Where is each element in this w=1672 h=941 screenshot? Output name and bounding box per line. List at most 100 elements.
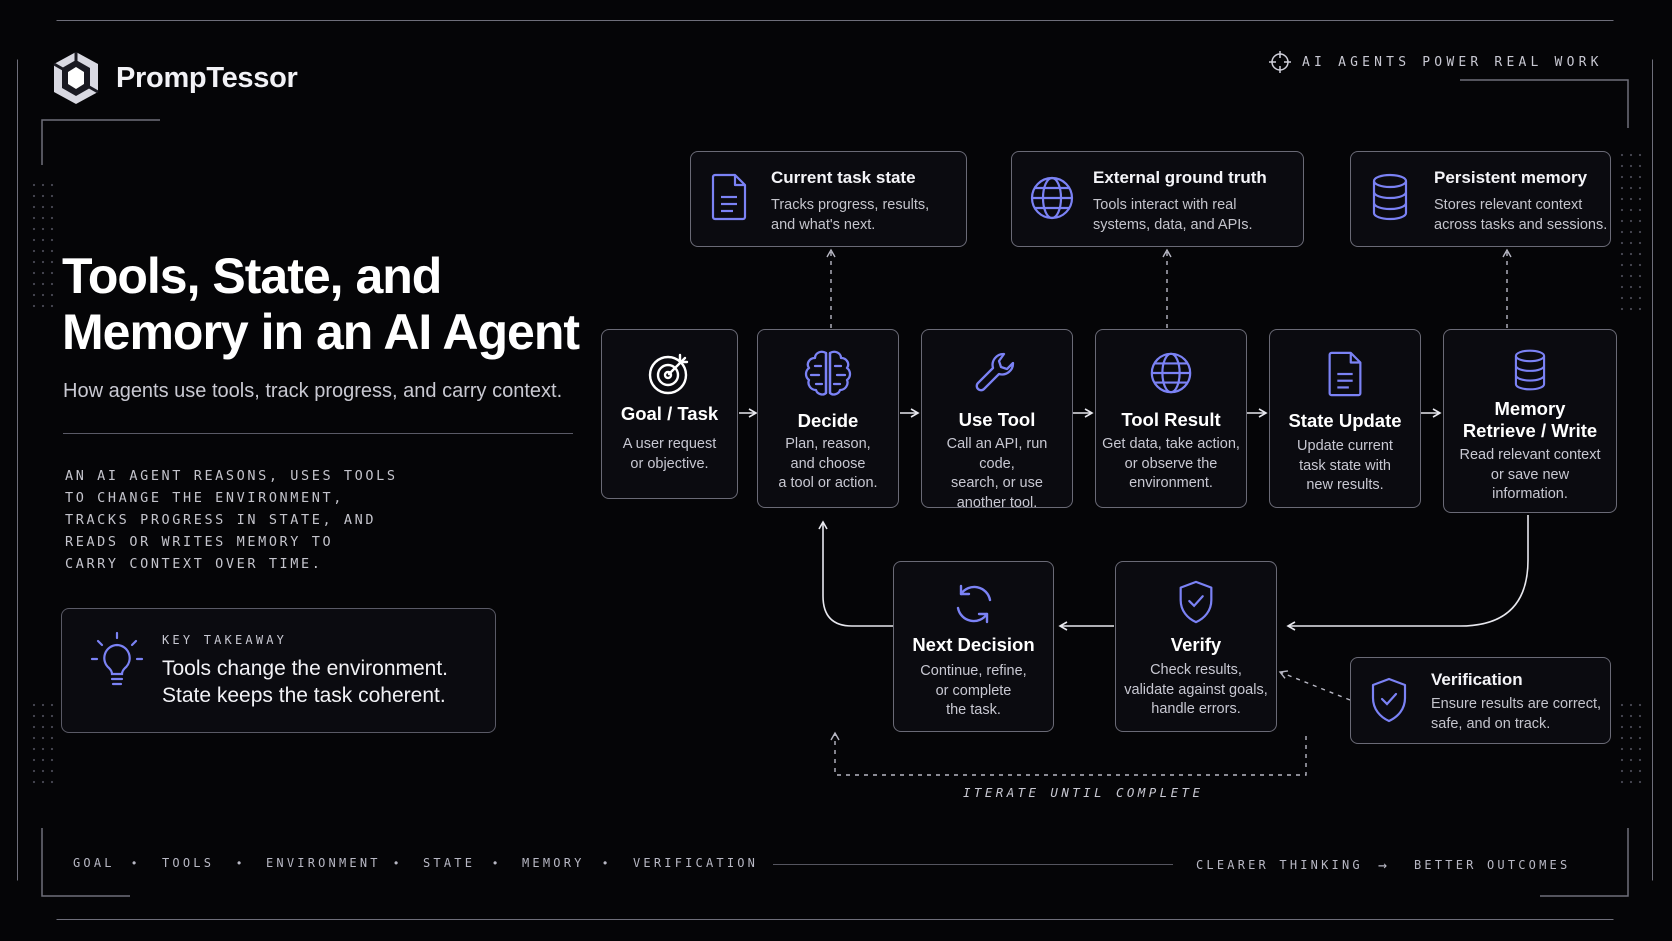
step-desc-line: validate against goals, bbox=[1124, 681, 1268, 698]
footer-item-environment: ENVIRONMENT bbox=[266, 856, 381, 870]
shield-check-icon bbox=[1179, 580, 1213, 624]
step-title: Goal / Task bbox=[620, 403, 719, 424]
footer-left-text: CLEARER THINKING bbox=[1196, 858, 1363, 872]
footer-dot: • bbox=[132, 856, 137, 870]
step-title: State Update bbox=[1288, 410, 1402, 431]
step-next-decision: Next Decision Continue, refine, or compl… bbox=[893, 561, 1054, 732]
step-desc-line: handle errors. bbox=[1151, 701, 1241, 717]
arrow-memory-verify bbox=[1286, 515, 1529, 631]
footer-right-text: BETTER OUTCOMES bbox=[1414, 858, 1571, 872]
step-desc-line: environment. bbox=[1129, 475, 1213, 491]
info-title: External ground truth bbox=[1093, 168, 1267, 187]
step-goal-task: Goal / Task A user request or objective. bbox=[601, 329, 738, 499]
info-verification: Verification Ensure results are correct,… bbox=[1350, 657, 1611, 744]
step-desc-line: the task. bbox=[946, 702, 1001, 718]
step-desc: Call an API, run code, search, or use an… bbox=[928, 435, 1066, 513]
document-icon bbox=[1328, 351, 1362, 397]
step-desc-line: Update current bbox=[1297, 438, 1393, 454]
footer-divider bbox=[773, 864, 1173, 865]
dashed-verification-verify bbox=[1278, 670, 1351, 701]
step-desc-line: or objective. bbox=[630, 455, 709, 472]
step-title: Memory bbox=[1494, 398, 1566, 419]
database-icon bbox=[1514, 349, 1546, 391]
intro-line: READS OR WRITES MEMORY TO bbox=[65, 534, 334, 550]
step-state-update: State Update Update current task state w… bbox=[1269, 329, 1421, 508]
footer-item-memory: MEMORY bbox=[522, 856, 585, 870]
info-desc: safe, and on track. bbox=[1431, 716, 1551, 732]
crosshair-icon bbox=[1269, 51, 1291, 73]
footer-dot: • bbox=[394, 856, 399, 870]
info-title: Persistent memory bbox=[1434, 168, 1588, 187]
info-current-task-state: Current task state Tracks progress, resu… bbox=[690, 151, 967, 247]
intro-text: AN AI AGENT REASONS, USES TOOLS TO CHANG… bbox=[65, 465, 425, 575]
intro-line: CARRY CONTEXT OVER TIME. bbox=[65, 556, 323, 572]
takeaway-label: KEY TAKEAWAY bbox=[162, 633, 288, 647]
info-title: Current task state bbox=[771, 168, 916, 187]
footer-item-state: STATE bbox=[423, 856, 476, 870]
step-memory: Memory Retrieve / Write Read relevant co… bbox=[1443, 329, 1617, 513]
step-desc: Update current task state with new resul… bbox=[1276, 437, 1414, 496]
step-desc-line: Read relevant context bbox=[1459, 447, 1601, 463]
info-desc: Ensure results are correct, bbox=[1431, 696, 1602, 712]
step-title: Use Tool bbox=[958, 409, 1036, 430]
step-desc-line: or observe the bbox=[1124, 455, 1218, 472]
step-title: Retrieve / Write bbox=[1462, 420, 1598, 441]
step-title: Tool Result bbox=[1121, 409, 1221, 430]
step-desc: Read relevant context or save new inform… bbox=[1450, 446, 1610, 505]
footer-dot: • bbox=[603, 856, 608, 870]
footer-item-goal: GOAL bbox=[73, 856, 115, 870]
info-desc: Stores relevant context bbox=[1434, 197, 1583, 213]
globe-icon bbox=[1150, 352, 1192, 394]
info-desc: Tracks progress, results, bbox=[771, 197, 930, 213]
info-desc: and what's next. bbox=[771, 217, 876, 233]
step-desc-line: task state with bbox=[1299, 457, 1391, 474]
intro-line: TRACKS PROGRESS IN STATE, AND bbox=[65, 512, 377, 528]
subtitle: How agents use tools, track progress, an… bbox=[63, 380, 563, 402]
step-desc: Continue, refine, or complete the task. bbox=[900, 662, 1047, 721]
intro-line: TO CHANGE THE ENVIRONMENT, bbox=[65, 490, 344, 506]
tagline-text: AI AGENTS POWER REAL WORK bbox=[1302, 54, 1603, 70]
document-icon bbox=[711, 173, 747, 221]
arrow-next-decide bbox=[818, 520, 893, 627]
step-desc-line: a tool or action. bbox=[778, 475, 878, 491]
step-title: Next Decision bbox=[912, 634, 1035, 655]
info-persistent-memory: Persistent memory Stores relevant contex… bbox=[1350, 151, 1611, 247]
info-desc: systems, data, and APIs. bbox=[1093, 217, 1253, 233]
database-icon bbox=[1372, 173, 1408, 221]
step-title: Decide bbox=[797, 410, 859, 431]
step-desc: Get data, take action, or observe the en… bbox=[1102, 435, 1240, 494]
step-desc-line: A user request bbox=[622, 436, 717, 452]
page-title: Tools, State, and Memory in an AI Agent bbox=[62, 248, 580, 360]
info-desc: Tools interact with real bbox=[1093, 197, 1237, 213]
takeaway-line-1: Tools change the environment. bbox=[162, 657, 449, 680]
step-desc-line: Call an API, run code, bbox=[946, 436, 1048, 472]
step-verify: Verify Check results, validate against g… bbox=[1115, 561, 1277, 732]
wrench-icon bbox=[975, 352, 1015, 392]
step-use-tool: Use Tool Call an API, run code, search, … bbox=[921, 329, 1073, 511]
info-external-ground-truth: External ground truth Tools interact wit… bbox=[1011, 151, 1304, 247]
step-desc-line: or save new bbox=[1490, 466, 1570, 483]
key-takeaway-card: KEY TAKEAWAY Tools change the environmen… bbox=[61, 608, 496, 733]
step-tool-result: Tool Result Get data, take action, or ob… bbox=[1095, 329, 1247, 508]
step-desc-line: and choose bbox=[790, 455, 866, 472]
title-line-2: Memory in an AI Agent bbox=[62, 304, 580, 360]
footer-item-verification: VERIFICATION bbox=[633, 856, 759, 870]
step-desc-line: another tool. bbox=[956, 494, 1038, 511]
info-title: Verification bbox=[1431, 670, 1523, 689]
title-line-1: Tools, State, and bbox=[62, 248, 442, 304]
target-icon bbox=[648, 353, 688, 395]
dashed-iterate-loop bbox=[830, 731, 1307, 776]
brand[interactable]: PrompTessor bbox=[50, 50, 298, 106]
brand-name: PrompTessor bbox=[116, 61, 298, 94]
promptessor-logo-icon bbox=[53, 52, 99, 104]
step-desc: Plan, reason, and choose a tool or actio… bbox=[764, 435, 892, 494]
step-desc-line: Get data, take action, bbox=[1102, 436, 1240, 452]
info-desc: across tasks and sessions. bbox=[1434, 217, 1608, 233]
footer-item-tools: TOOLS bbox=[162, 856, 215, 870]
step-desc-line: Plan, reason, bbox=[785, 436, 871, 452]
loop-label: ITERATE UNTIL COMPLETE bbox=[963, 785, 1204, 800]
step-desc-line: Check results, bbox=[1150, 662, 1242, 678]
intro-line: AN AI AGENT REASONS, USES TOOLS bbox=[65, 468, 398, 484]
